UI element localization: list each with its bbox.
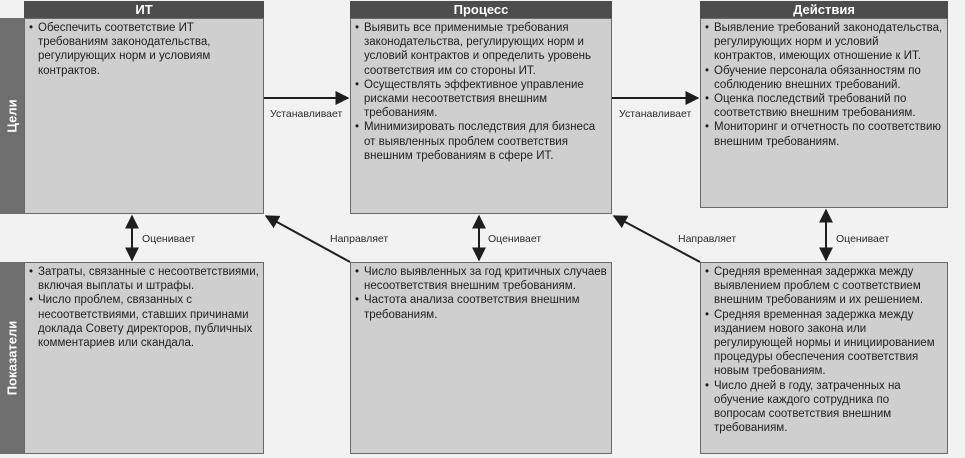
metrics-box-actions: Средняя временная задержка между выявлен… xyxy=(700,262,948,454)
column-header-process: Процесс xyxy=(350,1,612,18)
metrics-box-process: Число выявленных за год критичных случае… xyxy=(350,262,612,454)
list-item: Выявить все применимые требования законо… xyxy=(355,21,607,78)
list-item: Обучение персонала обязанностям по соблю… xyxy=(705,64,943,92)
row-label-goals: Цели xyxy=(0,18,24,214)
list-item: Число дней в году, затраченных на обучен… xyxy=(705,379,943,436)
list-item: Затраты, связанные с несоответствиями, в… xyxy=(29,265,259,293)
evaluates-label-3: Оценивает xyxy=(834,233,892,245)
list-item: Оценка последствий требований по соответ… xyxy=(705,92,943,120)
sets-label-1: Устанавливает xyxy=(268,108,345,120)
evaluates-label-2: Оценивает xyxy=(486,233,544,245)
column-header-it: ИТ xyxy=(24,1,264,18)
list-item: Средняя временная задержка между издание… xyxy=(705,308,943,379)
goals-box-it: Обеспечить соответствие ИТ требованиям з… xyxy=(24,18,264,214)
directs-label-1: Направляет xyxy=(328,233,391,245)
list-item: Число выявленных за год критичных случае… xyxy=(355,265,607,293)
row-label-metrics-text: Показатели xyxy=(4,320,20,396)
list-item: Осуществлять эффективное управление риск… xyxy=(355,78,607,121)
list-item: Число проблем, связанных с несоответстви… xyxy=(29,293,259,350)
goals-box-actions: Выявление требований законодательства, р… xyxy=(700,18,948,208)
list-item: Мониторинг и отчетность по соответствию … xyxy=(705,120,943,148)
list-item: Частота анализа соответствия внешним тре… xyxy=(355,293,607,321)
evaluates-label-1: Оценивает xyxy=(140,233,198,245)
column-header-actions: Действия xyxy=(700,1,948,18)
list-item: Обеспечить соответствие ИТ требованиям з… xyxy=(29,21,259,78)
list-item: Минимизировать последствия для бизнеса о… xyxy=(355,120,607,163)
sets-label-2: Устанавливает xyxy=(617,108,694,120)
row-label-goals-text: Цели xyxy=(4,99,20,133)
metrics-box-it: Затраты, связанные с несоответствиями, в… xyxy=(24,262,264,454)
list-item: Средняя временная задержка между выявлен… xyxy=(705,265,943,308)
directs-label-2: Направляет xyxy=(676,233,739,245)
row-label-metrics: Показатели xyxy=(0,262,24,454)
list-item: Выявление требований законодательства, р… xyxy=(705,21,943,64)
goals-box-process: Выявить все применимые требования законо… xyxy=(350,18,612,214)
